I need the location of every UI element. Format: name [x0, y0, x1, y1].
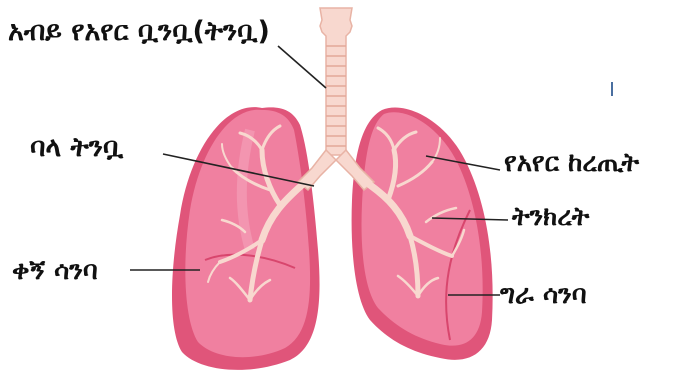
label-alveoli: የአየር ከረጢት — [504, 150, 639, 176]
trachea-shape — [320, 8, 352, 155]
label-right-lung: ቀኝ ሳንባ — [12, 258, 98, 284]
left-lung-shape — [352, 107, 493, 359]
right-lung-shape — [172, 107, 320, 370]
label-bronchiole: ትንክረት — [512, 204, 589, 230]
label-bronchus: ባላ ትንቧ — [30, 134, 123, 161]
label-trachea: አብይ የአየር ቧንቧ(ትንቧ) — [8, 18, 270, 45]
label-left-lung: ግራ ሳንባ — [500, 282, 587, 308]
